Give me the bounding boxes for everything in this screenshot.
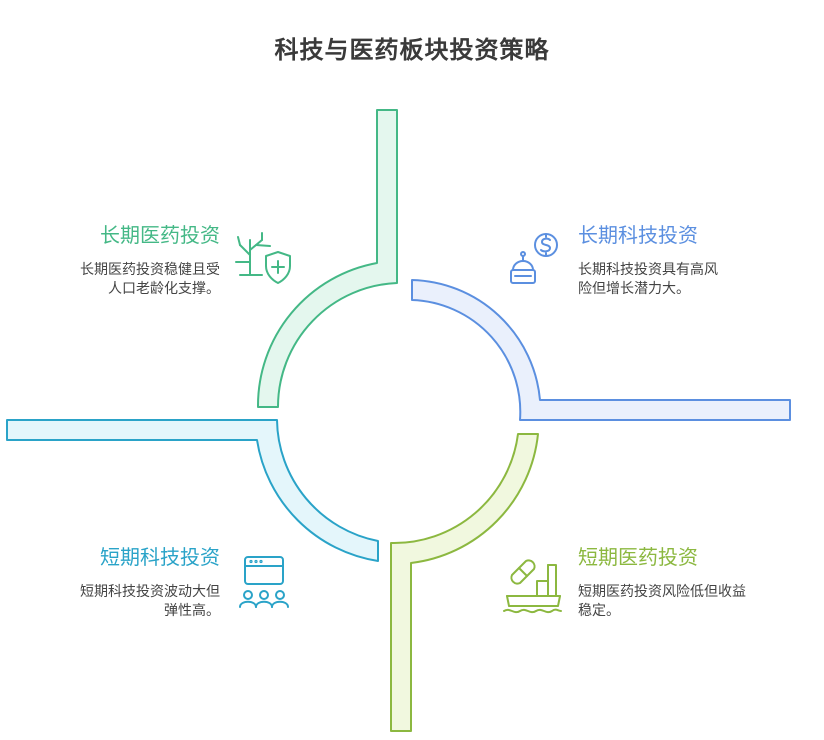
description-line: 长期科技投资具有高风: [578, 262, 718, 278]
tree-shield-icon: [235, 232, 291, 284]
description-line: 弹性高。: [164, 603, 220, 619]
long-pharma-arm: [256, 109, 398, 408]
short-pharma-description: 短期医药投资风险低但收益 稳定。: [578, 583, 746, 621]
short-tech-description: 短期科技投资波动大但 弹性高。: [80, 583, 220, 621]
browser-people-icon: [239, 556, 289, 608]
description-line: 短期医药投资风险低但收益: [578, 584, 746, 600]
short-pharma-arm: [390, 433, 539, 732]
long-pharma-heading: 长期医药投资: [100, 223, 220, 247]
pill-factory-icon: [503, 559, 562, 614]
description-line: 长期医药投资稳健且受: [80, 262, 220, 278]
short-tech-arm: [6, 419, 379, 562]
long-tech-description: 长期科技投资具有高风 险但增长潜力大。: [578, 261, 718, 299]
long-tech-arm: [411, 279, 791, 421]
long-tech-heading: 长期科技投资: [578, 223, 698, 247]
short-tech-heading: 短期科技投资: [100, 545, 220, 569]
description-line: 稳定。: [578, 603, 620, 619]
long-pharma-description: 长期医药投资稳健且受 人口老龄化支撑。: [80, 261, 220, 299]
description-line: 人口老龄化支撑。: [108, 281, 220, 297]
robot-coin-icon: [510, 233, 558, 284]
description-line: 险但增长潜力大。: [578, 281, 690, 297]
description-line: 短期科技投资波动大但: [80, 584, 220, 600]
page-title: 科技与医药板块投资策略: [274, 36, 550, 64]
short-pharma-heading: 短期医药投资: [578, 545, 698, 569]
